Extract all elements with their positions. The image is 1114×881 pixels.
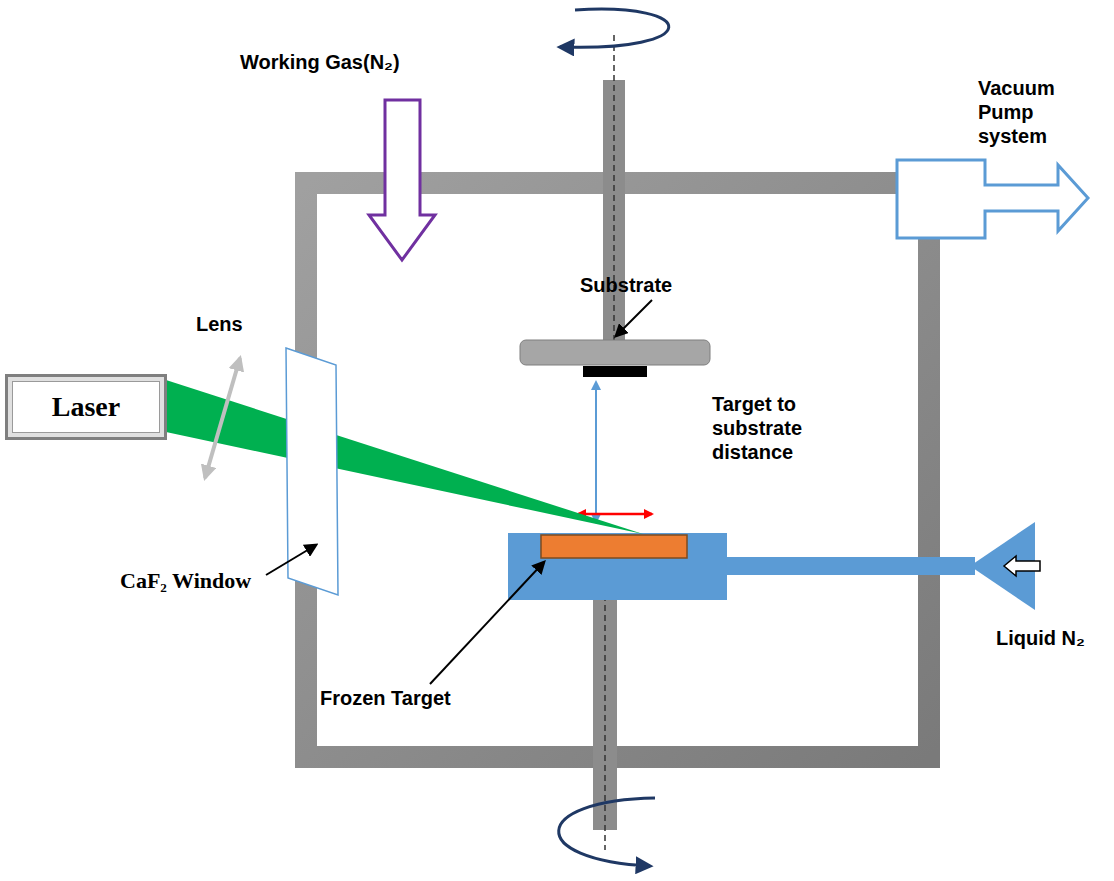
distance-arrow: [595, 382, 597, 522]
part-label: Target to substrate distance: [712, 392, 832, 464]
gas-inlet-arrow: [369, 100, 435, 260]
part-label: Frozen Target: [320, 686, 490, 710]
leader-line: [266, 545, 316, 575]
substrate: [583, 366, 647, 377]
part-label: Working Gas(N₂): [240, 50, 490, 74]
part-label: Liquid N₂: [996, 626, 1106, 650]
flow-arrow: [1004, 556, 1040, 576]
lens: [205, 358, 240, 478]
rotation-axis: [604, 585, 606, 850]
laser-beam: [166, 380, 643, 534]
substrate-holder: [520, 340, 710, 365]
laser-box: Laser: [5, 374, 167, 440]
rotation-arrow: [560, 9, 669, 47]
part-label: CaF₂ Window: [120, 568, 290, 594]
leader-line: [616, 300, 652, 336]
rotation-axis: [613, 35, 615, 360]
ln2-pipe: [720, 557, 975, 575]
frozen-target: [541, 535, 687, 558]
part-label: Lens: [196, 312, 266, 336]
leader-line: [430, 562, 544, 684]
rotation-arrow: [559, 798, 655, 866]
pump-arrow: [897, 160, 1088, 238]
part-label: Substrate: [580, 273, 690, 297]
part-label: Vacuum Pump system: [978, 76, 1088, 148]
raster-arrow: [578, 513, 652, 516]
node-text: Laser: [52, 391, 120, 423]
